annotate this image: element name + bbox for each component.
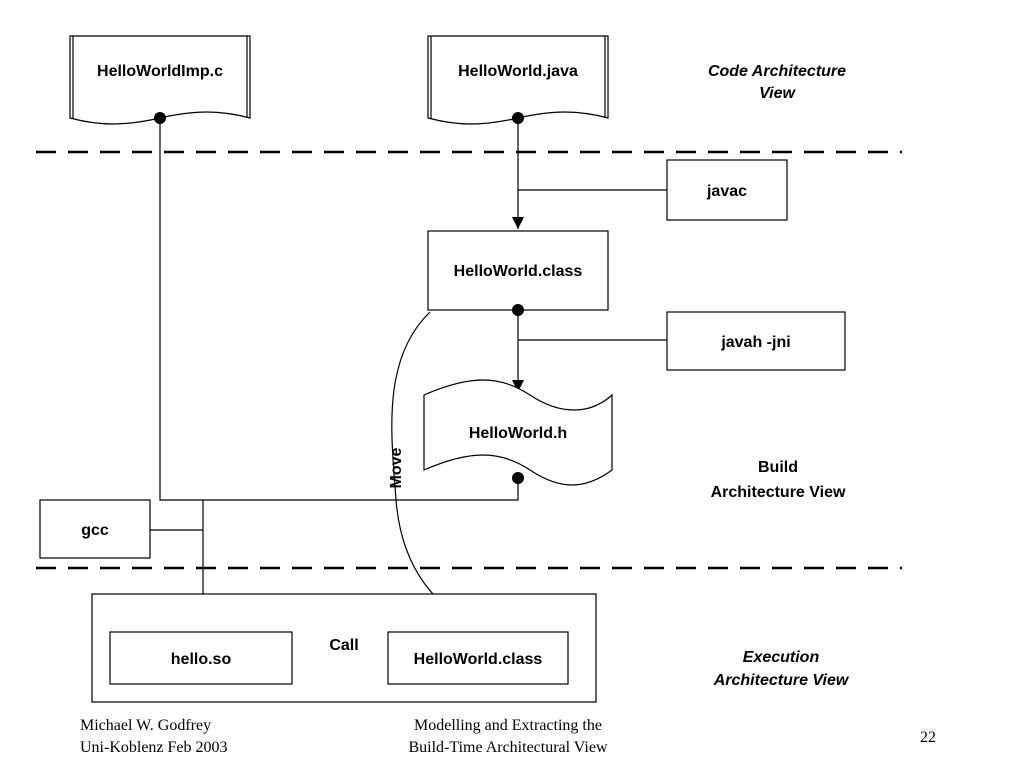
port-dot bbox=[512, 112, 524, 124]
view-label-line: Execution bbox=[743, 649, 820, 666]
view-label-execution: Execution Architecture View bbox=[713, 649, 850, 689]
node-helloworld-class-build: HelloWorld.class bbox=[427, 230, 609, 316]
node-label: hello.so bbox=[171, 651, 232, 668]
footer-author-line1: Michael W. Godfrey bbox=[80, 717, 211, 734]
node-label: HelloWorldImp.c bbox=[97, 63, 223, 80]
edge-label-call: Call bbox=[329, 637, 358, 654]
node-hello-so: hello.so bbox=[109, 631, 293, 685]
view-label-line: Build bbox=[758, 459, 798, 476]
node-javah: javah -jni bbox=[666, 311, 846, 371]
node-label: HelloWorld.java bbox=[458, 63, 578, 80]
node-helloworldimp-c: HelloWorldImp.c bbox=[69, 35, 251, 125]
footer: Michael W. Godfrey Uni-Koblenz Feb 2003 … bbox=[80, 717, 936, 756]
node-label: HelloWorld.class bbox=[414, 651, 543, 668]
footer-author-line2: Uni-Koblenz Feb 2003 bbox=[80, 739, 228, 756]
node-label: javah -jni bbox=[720, 334, 790, 351]
edge-label-move: Move bbox=[388, 447, 405, 488]
port-dot bbox=[154, 112, 166, 124]
view-label-line: Architecture View bbox=[711, 484, 846, 501]
view-label-line: View bbox=[759, 85, 796, 102]
port-dot bbox=[512, 304, 524, 316]
view-label-line: Code Architecture bbox=[708, 63, 846, 80]
view-label-code: Code Architecture View bbox=[708, 63, 846, 102]
view-label-line: Architecture View bbox=[713, 672, 850, 689]
node-javac: javac bbox=[666, 159, 788, 221]
node-helloworld-h: HelloWorld.h bbox=[423, 379, 613, 486]
node-helloworld-class-exec: HelloWorld.class bbox=[387, 631, 569, 685]
view-label-build: Build Architecture View bbox=[711, 459, 846, 501]
footer-title-line1: Modelling and Extracting the bbox=[414, 717, 602, 734]
footer-title-line2: Build-Time Architectural View bbox=[408, 739, 607, 756]
node-label: gcc bbox=[81, 522, 109, 539]
page-number: 22 bbox=[920, 729, 936, 746]
connectors bbox=[150, 118, 667, 664]
port-dot bbox=[512, 472, 524, 484]
node-gcc: gcc bbox=[39, 499, 151, 559]
node-label: HelloWorld.class bbox=[454, 263, 583, 280]
node-helloworld-java: HelloWorld.java bbox=[427, 35, 609, 125]
node-label: javac bbox=[706, 183, 747, 200]
node-label: HelloWorld.h bbox=[469, 425, 567, 442]
